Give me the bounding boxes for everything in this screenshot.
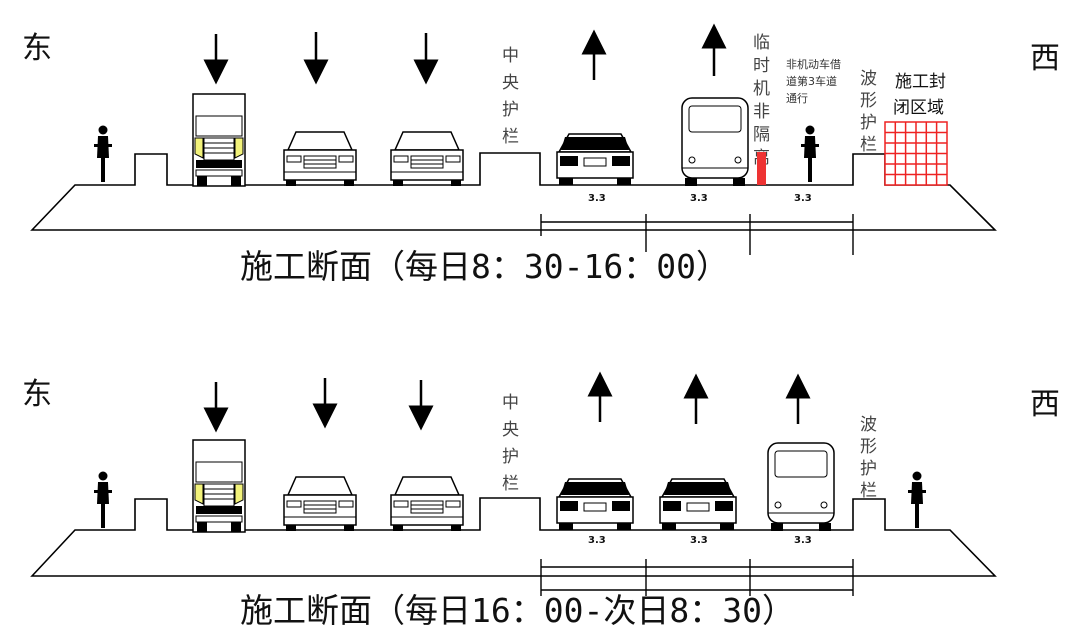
bus-icon: [681, 97, 749, 186]
svg-text:央: 央: [502, 73, 519, 93]
grid-block-icon: [884, 121, 948, 186]
svg-text:形: 形: [860, 91, 877, 111]
svg-text:护: 护: [860, 459, 877, 479]
svg-text:形: 形: [860, 437, 877, 457]
lane-width-label: 3.3: [794, 535, 812, 546]
svg-text:栏: 栏: [502, 127, 519, 147]
svg-text:施工封: 施工封: [895, 72, 946, 92]
wave-guardrail-label: 波 形 护 栏: [860, 415, 877, 501]
lane-width-label: 3.3: [690, 193, 708, 204]
svg-text:机: 机: [753, 79, 770, 99]
lane-width-label: 3.3: [690, 535, 708, 546]
svg-text:闭区域: 闭区域: [893, 98, 944, 118]
svg-text:道第3车道: 道第3车道: [786, 74, 837, 88]
closed-zone-label: 施工封 闭区域: [893, 72, 946, 118]
road-profile: [30, 152, 997, 231]
lane-width-label: 3.3: [588, 535, 606, 546]
svg-text:通行: 通行: [786, 92, 808, 105]
east-label: 东: [22, 31, 52, 66]
svg-text:中: 中: [502, 46, 519, 66]
svg-text:中: 中: [502, 393, 519, 413]
median-barrier-label: 中 央 护 栏: [502, 46, 519, 147]
cyclist-icon: [801, 125, 819, 182]
west-label: 西: [1030, 41, 1060, 76]
car-rear-icon: [556, 133, 634, 185]
cyclist-icon: [94, 471, 112, 528]
svg-text:临: 临: [753, 33, 770, 53]
temporary-barrier: [757, 152, 766, 185]
car-front-icon: [390, 131, 464, 186]
section-title: 施工断面（每日16：00-次日8：30）: [240, 591, 795, 630]
svg-text:隔: 隔: [753, 125, 770, 145]
svg-text:非: 非: [753, 102, 770, 122]
svg-text:时: 时: [753, 56, 770, 76]
section-1: 东 西: [22, 23, 1060, 286]
car-front-icon: [283, 131, 357, 186]
bus-icon: [767, 442, 835, 531]
svg-text:栏: 栏: [860, 135, 877, 155]
car-front-icon: [283, 476, 357, 531]
wave-guardrail-label: 波 形 护 栏: [860, 69, 877, 155]
section-title: 施工断面（每日8：30-16：00）: [240, 247, 729, 286]
west-label: 西: [1030, 387, 1060, 422]
svg-text:波: 波: [860, 69, 877, 89]
svg-text:波: 波: [860, 415, 877, 435]
svg-text:非机动车借: 非机动车借: [786, 57, 841, 71]
cyclist-icon: [94, 125, 112, 182]
car-front-icon: [390, 476, 464, 531]
bike-lane-note: 非机动车借 道第3车道 通行: [786, 57, 841, 105]
car-rear-icon: [659, 478, 737, 530]
svg-text:护: 护: [502, 447, 519, 467]
section-2: 东 西: [22, 371, 1060, 630]
east-label: 东: [22, 377, 52, 412]
dimension-lines: [540, 559, 854, 596]
car-rear-icon: [556, 478, 634, 530]
road-profile: [30, 497, 997, 577]
median-barrier-label: 中 央 护 栏: [502, 393, 519, 494]
truck-icon: [192, 439, 246, 533]
cyclist-icon: [908, 471, 926, 528]
temporary-barrier-label: 临 时 机 非 隔 离: [753, 33, 770, 168]
svg-text:护: 护: [502, 100, 519, 120]
svg-text:栏: 栏: [502, 474, 519, 494]
svg-text:栏: 栏: [860, 481, 877, 501]
truck-icon: [192, 93, 246, 187]
lane-width-label: 3.3: [794, 193, 812, 204]
lane-width-label: 3.3: [588, 193, 606, 204]
dimension-lines: [540, 214, 854, 255]
svg-text:央: 央: [502, 420, 519, 440]
svg-text:护: 护: [860, 113, 877, 133]
